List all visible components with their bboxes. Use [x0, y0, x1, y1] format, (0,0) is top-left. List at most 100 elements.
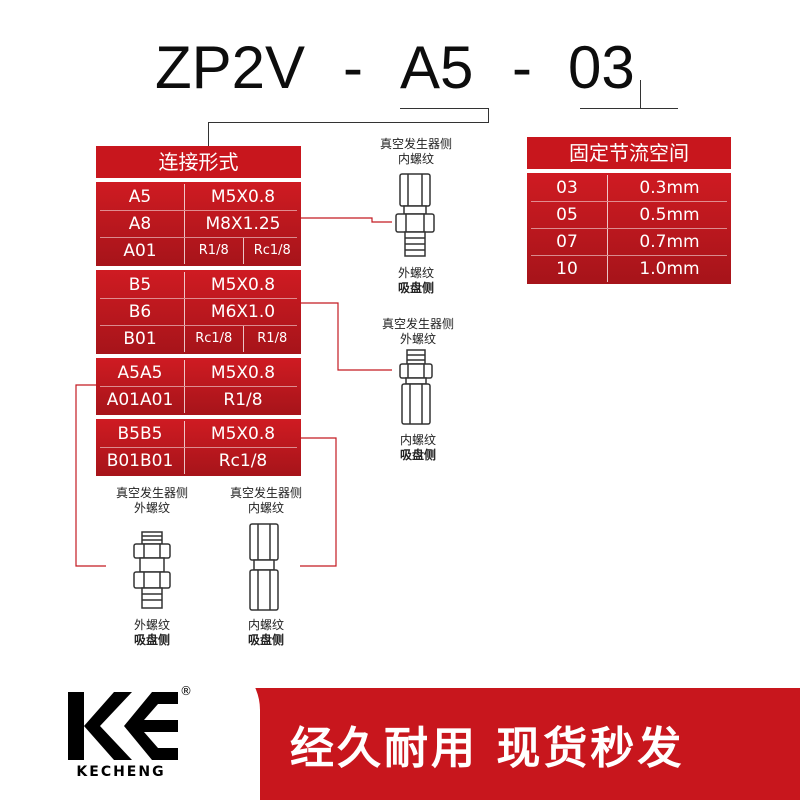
connection-group-bb: B5B5 M5X0.8 B01B01 Rc1/8: [96, 419, 301, 476]
table-row: A8 M8X1.25: [96, 211, 301, 237]
thread-spec: R1/8 Rc1/8: [185, 238, 301, 264]
connector-line: [640, 80, 641, 108]
table-row: 03 0.3mm: [527, 175, 731, 201]
table-row: 07 0.7mm: [527, 229, 731, 255]
connector-lines: [75, 217, 392, 567]
thread-type-label: 外螺纹: [133, 501, 170, 515]
thread-spec: Rc1/8: [218, 451, 268, 471]
orifice-code: 03: [527, 175, 608, 201]
orifice-size: 1.0mm: [639, 259, 700, 279]
table-row: B01B01 Rc1/8: [96, 448, 301, 474]
connection-code: A01: [96, 238, 185, 264]
thread-spec-right: Rc1/8: [253, 243, 291, 258]
table-row: B5 M5X0.8: [96, 272, 301, 298]
vacuum-side-label: 真空发生器侧: [115, 486, 188, 500]
fitting-a-bottom-caption: 外螺纹 吸盘侧: [356, 266, 476, 296]
table-row: A01A01 R1/8: [96, 387, 301, 413]
thread-spec: M5X0.8: [210, 424, 276, 444]
thread-spec: M5X0.8: [210, 275, 276, 295]
suction-side-label: 吸盘侧: [397, 281, 434, 295]
fitting-male-female-icon: [399, 349, 433, 425]
title-dash-1: -: [343, 34, 363, 101]
fitting-female-male-icon: [395, 173, 435, 257]
table-row: B6 M6X1.0: [96, 299, 301, 325]
orifice-size: 0.7mm: [639, 232, 700, 252]
thread-spec-right: R1/8: [257, 331, 288, 346]
thread-spec: M5X0.8: [210, 187, 276, 207]
thread-type-label: 内螺纹: [399, 433, 436, 447]
connection-code: B5B5: [96, 421, 185, 447]
kecheng-logo-icon: [68, 692, 178, 760]
fitting-d-top-caption: 真空发生器侧 内螺纹: [206, 486, 326, 516]
connector-line: [208, 122, 489, 123]
connection-group-a: A5 M5X0.8 A8 M8X1.25 A01 R1/8 Rc1/8: [96, 182, 301, 266]
connection-type-table: 连接形式 A5 M5X0.8 A8 M8X1.25 A01 R1/8 Rc1/8…: [96, 146, 301, 476]
thread-spec-left: Rc1/8: [185, 326, 244, 352]
brand-name: KECHENG: [76, 764, 166, 780]
table-row: 10 1.0mm: [527, 256, 731, 282]
orifice-code: 07: [527, 229, 608, 255]
logo-panel: ® KECHENG: [0, 656, 260, 800]
connection-code: A01A01: [96, 387, 185, 413]
orifice-code: 05: [527, 202, 608, 228]
connection-code: A5A5: [96, 360, 185, 386]
connection-code: B6: [96, 299, 185, 325]
thread-type-label: 外螺纹: [133, 618, 170, 632]
connection-group-aa: A5A5 M5X0.8 A01A01 R1/8: [96, 358, 301, 415]
fitting-female-female-icon: [249, 523, 279, 611]
orifice-size: 0.5mm: [639, 205, 700, 225]
table-row: 05 0.5mm: [527, 202, 731, 228]
thread-spec: M8X1.25: [205, 214, 281, 234]
connection-table-header: 连接形式: [96, 146, 301, 180]
connection-group-b: B5 M5X0.8 B6 M6X1.0 B01 Rc1/8 R1/8: [96, 270, 301, 354]
thread-spec: M5X0.8: [210, 363, 276, 383]
vacuum-side-label: 真空发生器侧: [229, 486, 302, 500]
suction-side-label: 吸盘侧: [399, 448, 436, 462]
thread-spec-left: R1/8: [185, 238, 244, 264]
connection-code: B5: [96, 272, 185, 298]
model-connection-code: A5: [400, 34, 474, 101]
registered-mark: ®: [180, 684, 192, 698]
thread-type-label: 外螺纹: [397, 266, 434, 280]
model-orifice-code: 03: [568, 34, 635, 101]
suction-side-label: 吸盘侧: [247, 633, 284, 647]
connection-code: B01B01: [96, 448, 185, 474]
title-dash-2: -: [512, 34, 532, 101]
slogan: 经久耐用 现货秒发: [290, 723, 685, 774]
thread-type-label: 外螺纹: [399, 332, 436, 346]
orifice-code-underline: [580, 108, 678, 109]
orifice-size: 0.3mm: [639, 178, 700, 198]
fitting-b-top-caption: 真空发生器侧 外螺纹: [358, 317, 478, 347]
table-row: A01 R1/8 Rc1/8: [96, 238, 301, 264]
thread-type-label: 内螺纹: [397, 152, 434, 166]
thread-spec: M6X1.0: [210, 302, 276, 322]
thread-type-label: 内螺纹: [247, 501, 284, 515]
thread-type-label: 内螺纹: [247, 618, 284, 632]
connection-code: B01: [96, 326, 185, 352]
vacuum-side-label: 真空发生器侧: [381, 317, 454, 331]
fitting-d-bottom-caption: 内螺纹 吸盘侧: [206, 618, 326, 648]
thread-spec: Rc1/8 R1/8: [185, 326, 301, 352]
suction-side-label: 吸盘侧: [133, 633, 170, 647]
fitting-b-bottom-caption: 内螺纹 吸盘侧: [358, 433, 478, 463]
fitting-c-top-caption: 真空发生器侧 外螺纹: [92, 486, 212, 516]
orifice-size-table: 固定节流空间 03 0.3mm 05 0.5mm 07 0.7mm 10 1.0…: [527, 137, 731, 284]
table-row: B01 Rc1/8 R1/8: [96, 326, 301, 352]
orifice-code: 10: [527, 256, 608, 282]
thread-spec: R1/8: [223, 390, 263, 410]
table-row: A5A5 M5X0.8: [96, 360, 301, 386]
connector-line: [208, 122, 209, 146]
orifice-table-header: 固定节流空间: [527, 137, 731, 171]
connection-code: A5: [96, 184, 185, 210]
connector-line: [488, 108, 489, 122]
connection-code: A8: [96, 211, 185, 237]
fitting-c-bottom-caption: 外螺纹 吸盘侧: [92, 618, 212, 648]
connection-code-underline: [400, 108, 488, 109]
orifice-rows: 03 0.3mm 05 0.5mm 07 0.7mm 10 1.0mm: [527, 173, 731, 284]
table-row: A5 M5X0.8: [96, 184, 301, 210]
model-code-title: ZP2V - A5 - 03: [0, 28, 800, 118]
table-row: B5B5 M5X0.8: [96, 421, 301, 447]
fitting-a-top-caption: 真空发生器侧 内螺纹: [356, 137, 476, 167]
model-series: ZP2V: [155, 34, 306, 101]
vacuum-side-label: 真空发生器侧: [379, 137, 452, 151]
